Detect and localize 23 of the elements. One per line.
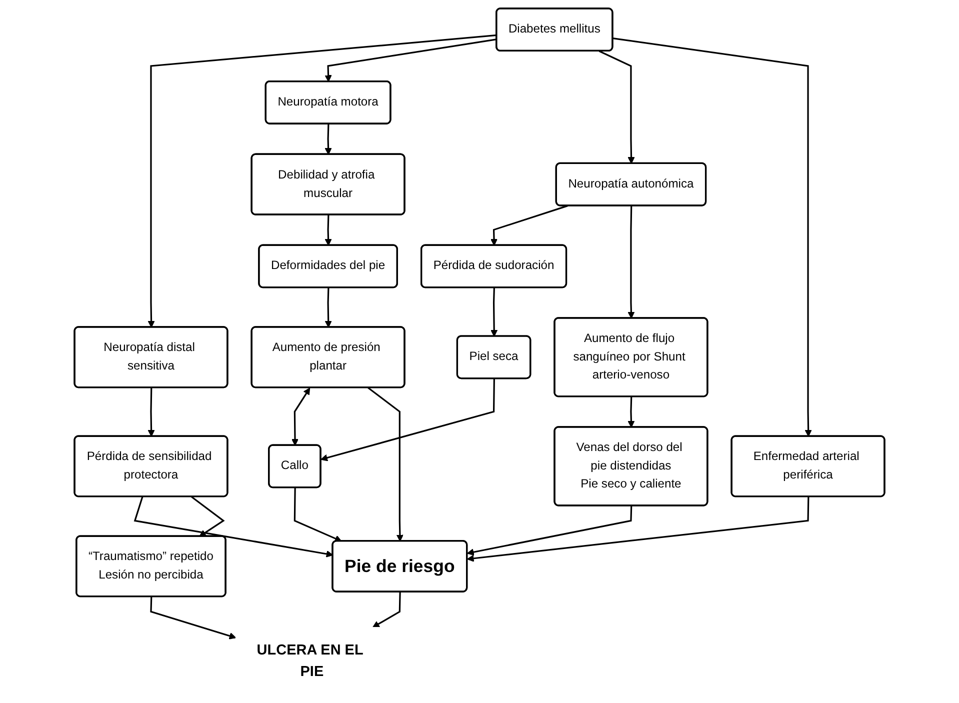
arrow	[320, 378, 495, 462]
arrow	[612, 38, 812, 437]
arrow	[294, 488, 342, 542]
arrow	[291, 388, 310, 446]
arrow	[466, 506, 632, 556]
arrow	[598, 50, 635, 164]
arrow	[372, 592, 401, 628]
node-text: ULCERA EN EL PIE	[256, 641, 364, 680]
arrow	[324, 124, 332, 155]
arrow	[490, 288, 498, 337]
arrow	[628, 396, 635, 428]
arrow	[148, 34, 497, 328]
arrow	[368, 387, 404, 542]
arrow	[490, 205, 568, 246]
arrow	[324, 214, 332, 246]
arrow	[324, 288, 332, 328]
arrow	[324, 38, 497, 82]
arrow	[150, 596, 236, 640]
arrow	[191, 496, 225, 537]
arrow	[134, 496, 334, 558]
arrow	[148, 388, 155, 437]
arrow	[628, 206, 635, 319]
arrow	[466, 496, 810, 562]
